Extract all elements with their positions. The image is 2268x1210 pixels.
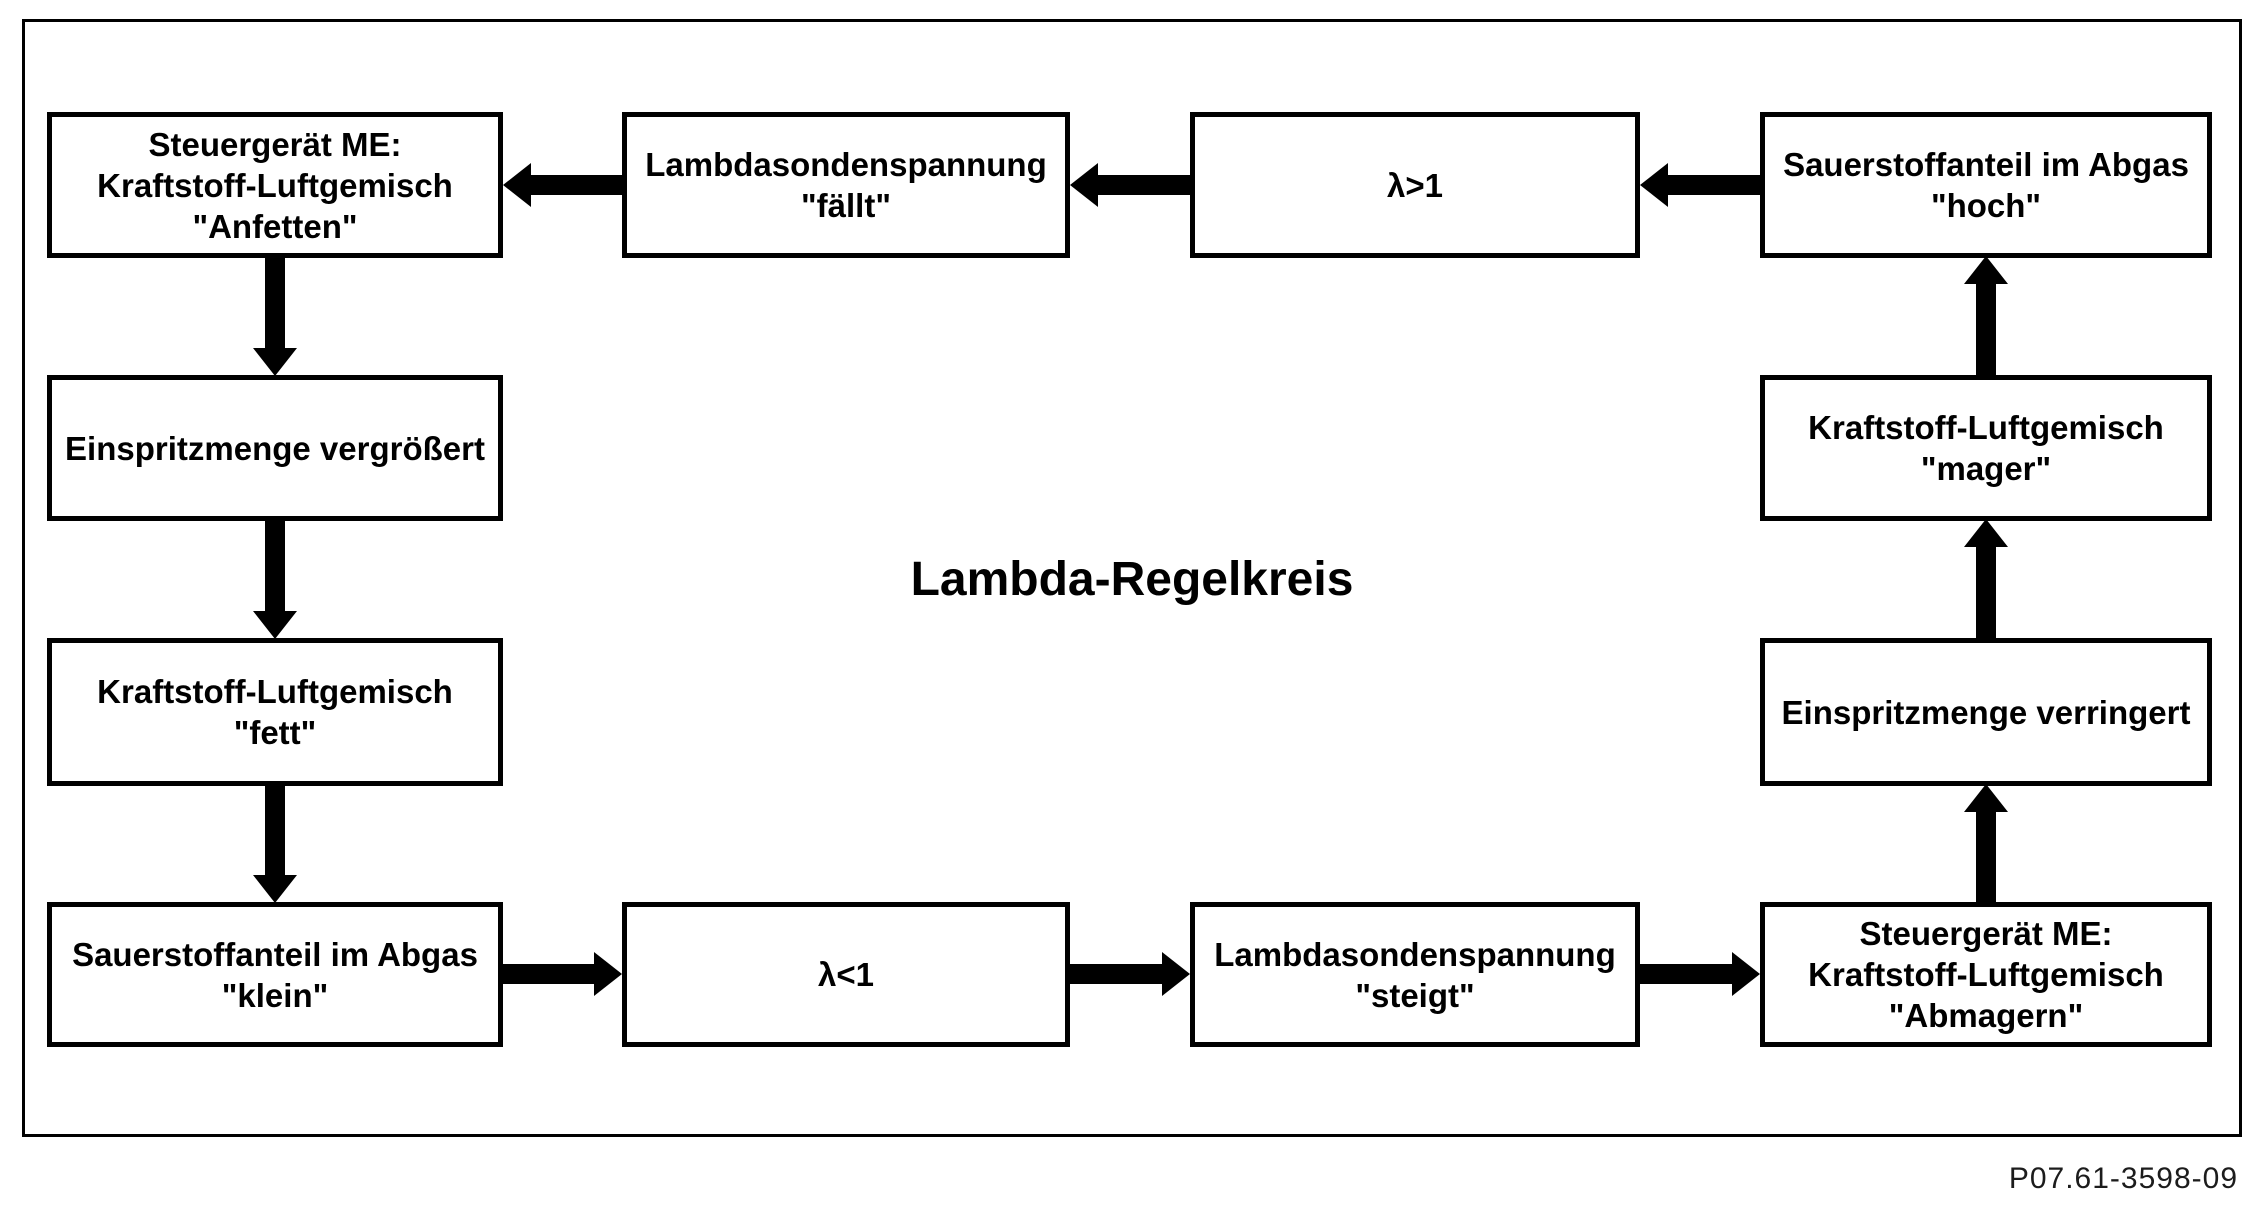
arrow-shaft [1098,175,1190,195]
arrowhead-icon [594,952,622,996]
arrowhead-icon [1070,163,1098,207]
arrow-shaft [1976,284,1996,376]
arrowhead-icon [1732,952,1760,996]
arrowhead-icon [1964,784,2008,812]
box-einspritzmenge-verringert: Einspritzmenge verringert [1760,638,2212,786]
arrowhead-icon [253,611,297,639]
arrow-shaft [503,964,594,984]
box-kraftstoff-luftgemisch-mager: Kraftstoff-Luftgemisch "mager" [1760,375,2212,521]
box-lambdasondenspannung-steigt: Lambdasondenspannung "steigt" [1190,902,1640,1047]
arrow-left-icon [1070,163,1190,207]
figure-code: P07.61-3598-09 [2008,1162,2238,1195]
arrowhead-icon [1964,256,2008,284]
arrow-left-icon [503,163,622,207]
arrow-up-icon [1964,519,2008,639]
arrowhead-icon [253,348,297,376]
box-einspritzmenge-vergroessert: Einspritzmenge vergrößert [47,375,503,521]
arrowhead-icon [503,163,531,207]
arrow-shaft [1976,812,1996,903]
arrowhead-icon [253,875,297,903]
arrow-shaft [1668,175,1760,195]
arrowhead-icon [1162,952,1190,996]
diagram-title: Lambda-Regelkreis [910,553,1354,606]
box-lambda-groesser-1: λ>1 [1190,112,1640,258]
arrow-shaft [1068,964,1162,984]
box-steuergeraet-anfetten: Steuergerät ME: Kraftstoff-Luftgemisch "… [47,112,503,258]
box-sauerstoffanteil-hoch: Sauerstoffanteil im Abgas "hoch" [1760,112,2212,258]
arrow-shaft [265,519,285,611]
arrowhead-icon [1640,163,1668,207]
arrow-up-icon [1964,256,2008,376]
arrow-left-icon [1640,163,1760,207]
arrow-up-icon [1964,784,2008,903]
arrow-right-icon [1068,952,1190,996]
arrow-shaft [531,175,622,195]
box-steuergeraet-abmagern: Steuergerät ME: Kraftstoff-Luftgemisch "… [1760,902,2212,1047]
box-lambda-kleiner-1: λ<1 [622,902,1070,1047]
arrow-shaft [265,256,285,348]
box-lambdasondenspannung-faellt: Lambdasondenspannung "fällt" [622,112,1070,258]
arrowhead-icon [1964,519,2008,547]
arrow-down-icon [253,519,297,639]
box-sauerstoffanteil-klein: Sauerstoffanteil im Abgas "klein" [47,902,503,1047]
arrow-shaft [1638,964,1732,984]
box-kraftstoff-luftgemisch-fett: Kraftstoff-Luftgemisch "fett" [47,638,503,786]
arrow-right-icon [503,952,622,996]
arrow-down-icon [253,784,297,903]
arrow-right-icon [1638,952,1760,996]
arrow-shaft [1976,547,1996,639]
arrow-shaft [265,784,285,875]
arrow-down-icon [253,256,297,376]
